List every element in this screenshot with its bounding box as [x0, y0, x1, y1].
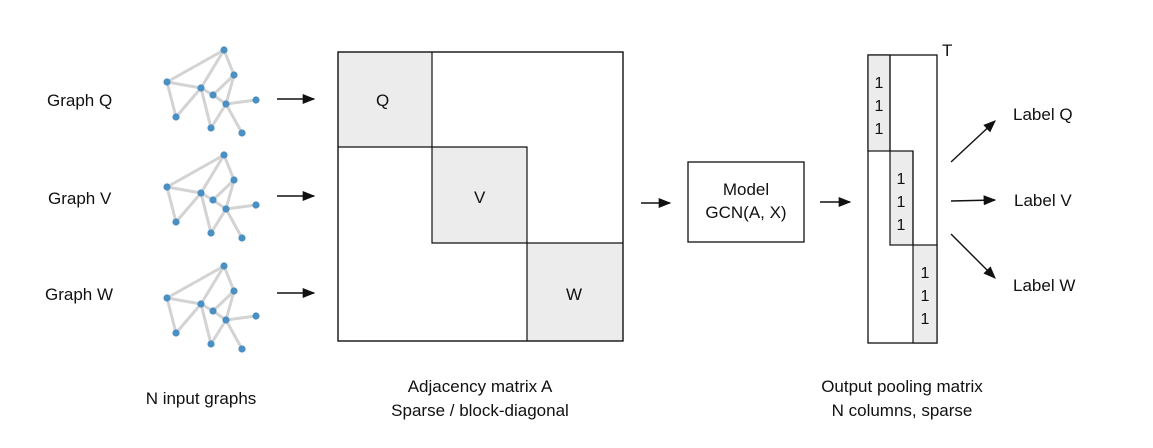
pooling-entry: 1: [897, 194, 906, 211]
graph-label-v: Graph V: [48, 189, 112, 208]
adjacency-block-lines: [338, 52, 623, 341]
model-title: Model: [723, 180, 769, 199]
pooling-entry: 1: [921, 311, 930, 328]
caption-adjacency-line1: Adjacency matrix A: [408, 377, 553, 396]
transpose-symbol: T: [942, 41, 952, 60]
graph-label-w: Graph W: [45, 285, 113, 304]
pooling-entry: 1: [875, 75, 884, 92]
graph-label-q: Graph Q: [47, 91, 112, 110]
graph-v-drawing: [161, 149, 262, 244]
output-label-q: Label Q: [1013, 105, 1073, 124]
pooling-entry: 1: [897, 171, 906, 188]
pooling-entry: 1: [897, 217, 906, 234]
graph-w-drawing: [161, 260, 262, 355]
output-label-w: Label W: [1013, 276, 1075, 295]
adjacency-block-q-rect: [338, 52, 432, 147]
model-box: [687, 161, 805, 243]
adjacency-block-v: V: [474, 188, 486, 207]
adjacency-block-v-rect: [432, 147, 527, 243]
caption-pooling-line1: Output pooling matrix: [821, 377, 983, 396]
pooling-entry: 1: [875, 121, 884, 138]
caption-input-graphs: N input graphs: [146, 389, 257, 408]
pooling-entry: 1: [875, 98, 884, 115]
model-formula: GCN(A, X): [705, 203, 786, 222]
adjacency-block-w: W: [566, 285, 582, 304]
caption-adjacency-line2: Sparse / block-diagonal: [391, 401, 569, 420]
pooling-entry: 1: [921, 288, 930, 305]
arrow-to-label-v: [950, 195, 997, 206]
adjacency-block-w-rect: [527, 243, 623, 341]
output-label-v: Label V: [1014, 191, 1072, 210]
pooling-entry: 1: [921, 265, 930, 282]
arrow-to-label-q: [950, 120, 996, 163]
adjacency-matrix: [337, 51, 624, 342]
adjacency-block-q: Q: [376, 91, 389, 110]
pooling-column-3: [912, 244, 938, 344]
graph-q-drawing: [161, 44, 262, 139]
arrow-to-label-w: [950, 233, 996, 279]
caption-pooling-line2: N columns, sparse: [832, 401, 973, 420]
